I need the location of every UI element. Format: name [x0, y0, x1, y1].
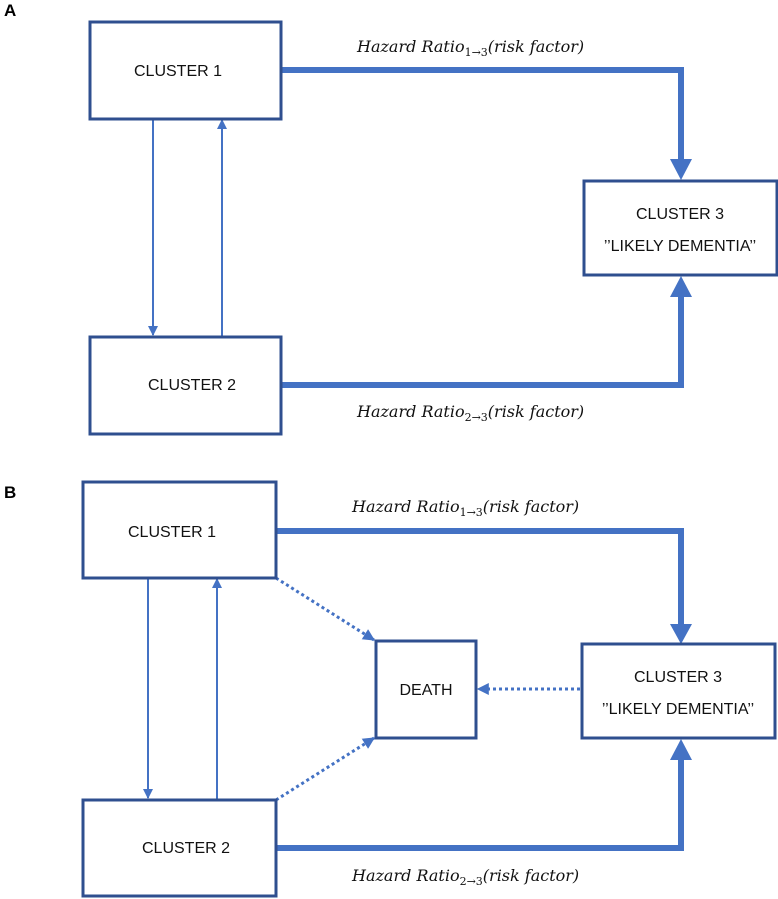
arrow-cluster1-to-death [275, 576, 376, 642]
hazard-ratio-1-3-label: Hazard Ratio1→3(risk factor) [356, 37, 584, 59]
panel-b: B CLUSTER 1 CLUSTER 2 DEATH CLUSTER 3 ’’… [4, 480, 777, 898]
cluster3-label: CLUSTER 3 [636, 206, 724, 223]
arrow-cluster2-to-death [275, 736, 376, 802]
cluster3-box [580, 642, 777, 740]
arrowhead-into-cluster3-bottom [670, 276, 692, 297]
arrowhead-into-cluster3-top [670, 624, 692, 644]
arrow-cluster1-to-cluster3 [281, 67, 684, 163]
arrow-cluster2-to-cluster3 [276, 758, 684, 851]
cluster1-label: CLUSTER 1 [128, 524, 216, 541]
cluster2-box [88, 335, 283, 436]
arrowhead-into-cluster3-bottom [670, 739, 692, 760]
panel-b-letter: B [4, 483, 16, 502]
arrowhead-into-cluster3-top [670, 159, 692, 180]
cluster2-box [81, 798, 278, 898]
death-box [374, 639, 478, 740]
cluster3-sublabel: ’’LIKELY DEMENTIA’’ [604, 238, 756, 255]
cluster3-label: CLUSTER 3 [634, 669, 722, 686]
hazard-ratio-2-3-label: Hazard Ratio2→3(risk factor) [351, 866, 579, 888]
cluster3-sublabel: ’’LIKELY DEMENTIA’’ [602, 701, 754, 718]
cluster1-box [88, 20, 283, 121]
cluster2-label: CLUSTER 2 [142, 840, 230, 857]
panel-a-letter: A [4, 1, 16, 20]
panel-a: A CLUSTER 1 CLUSTER 2 CLUSTER 3 ’’LIKELY… [4, 1, 778, 436]
cluster1-label: CLUSTER 1 [134, 63, 222, 80]
hazard-ratio-1-3-label: Hazard Ratio1→3(risk factor) [351, 497, 579, 519]
cluster1-box [81, 480, 278, 580]
death-label: DEATH [399, 682, 452, 699]
arrow-cluster1-to-cluster3 [276, 528, 684, 626]
hazard-ratio-2-3-label: Hazard Ratio2→3(risk factor) [356, 402, 584, 424]
arrow-cluster2-to-cluster3 [281, 293, 684, 388]
cluster2-label: CLUSTER 2 [148, 377, 236, 394]
cluster3-box [582, 179, 778, 277]
